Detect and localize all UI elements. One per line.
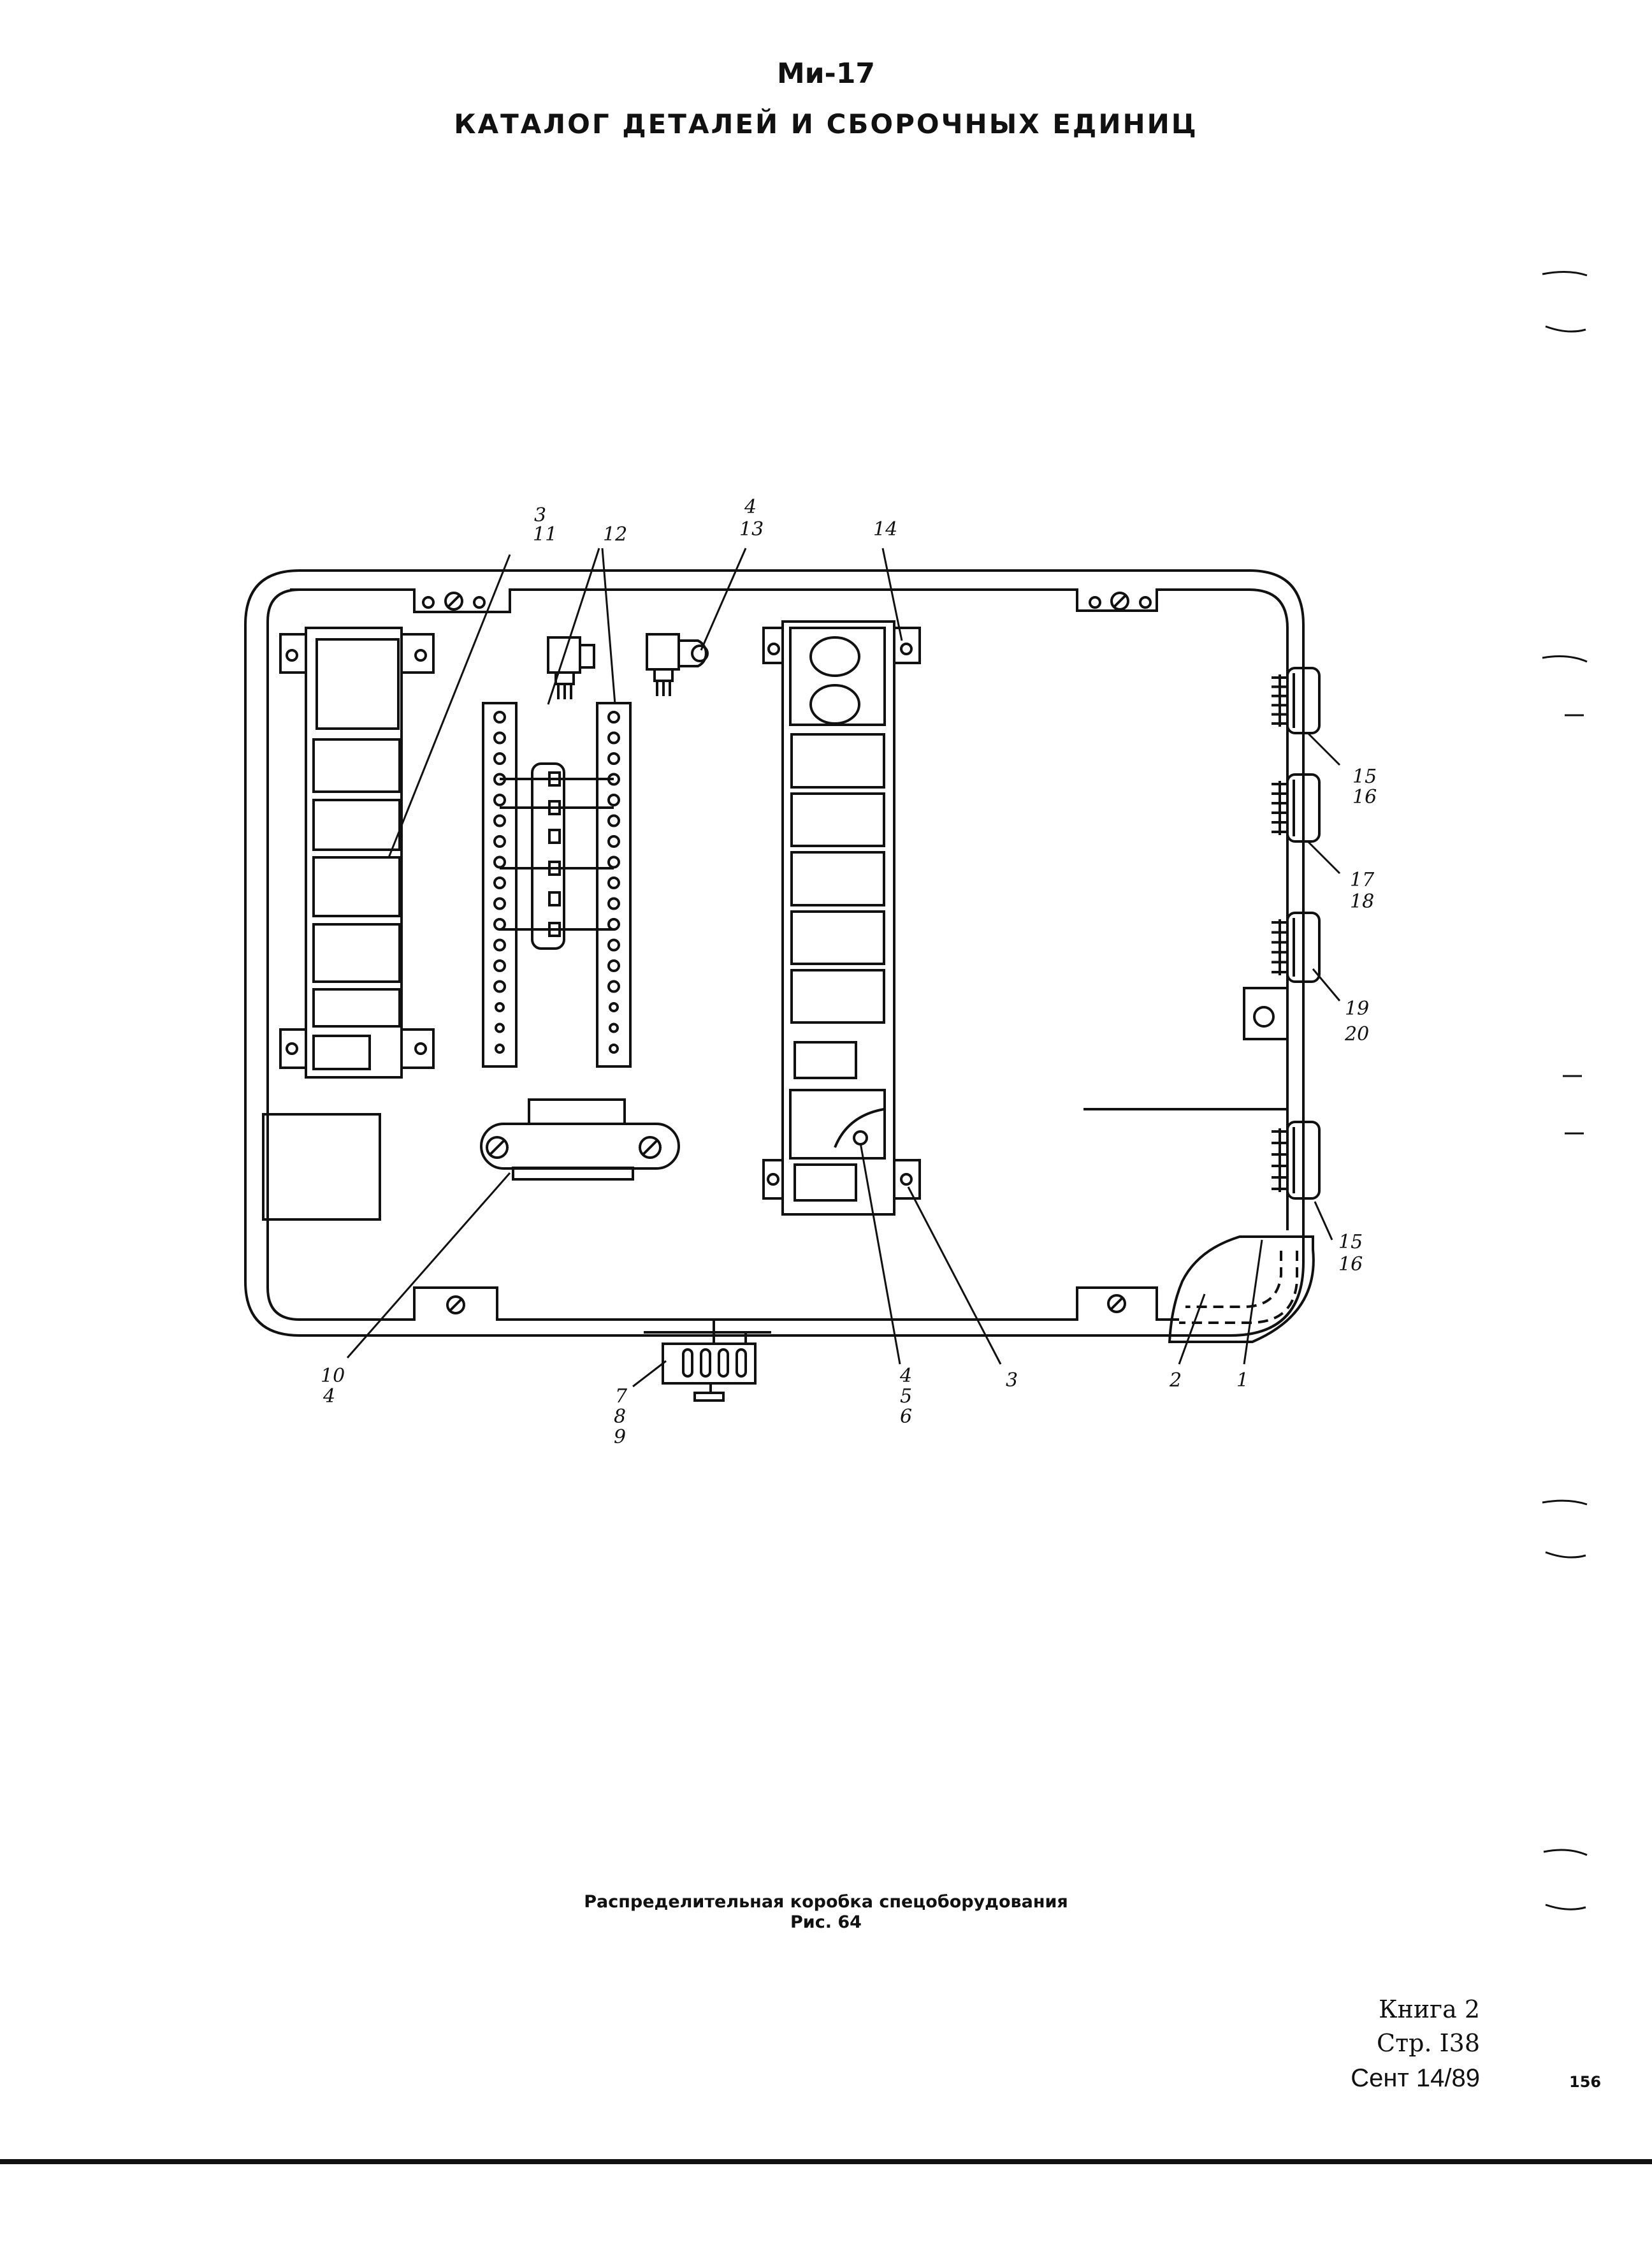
callout-labels: 3 11 12 4 13 14 15 16 17 18 19 20 15 16 …	[321, 496, 1377, 1448]
terminal-hole	[607, 835, 620, 848]
left-relay-panel	[279, 627, 435, 1079]
callout-1: 1	[1236, 1369, 1249, 1392]
cable-gland	[1168, 1235, 1315, 1343]
terminal-hole	[493, 731, 506, 745]
terminal-hole	[609, 1022, 619, 1033]
frame-screws	[422, 592, 1152, 1314]
terminal-hole	[493, 918, 506, 931]
leader-lines	[346, 548, 1341, 1388]
side-plug-body	[1286, 773, 1321, 843]
callout-12: 12	[603, 523, 627, 546]
callout-19-20: 20	[1344, 1023, 1369, 1045]
terminal-hole	[493, 835, 506, 848]
terminal-hole	[607, 814, 620, 827]
terminal-hole	[493, 980, 506, 993]
jumper-diode	[548, 922, 561, 937]
flanged-connector	[480, 1098, 680, 1181]
terminal-hole	[607, 959, 620, 972]
callout-7-8-9: 7	[615, 1385, 628, 1408]
jumper-diode	[548, 800, 561, 815]
terminal-hole	[609, 1044, 619, 1054]
small-components	[547, 633, 709, 699]
callout-3: 3	[1006, 1369, 1018, 1392]
callout-17-18: 17	[1350, 869, 1375, 891]
book-number: Книга 2	[1379, 1995, 1480, 2023]
terminal-hole	[493, 794, 506, 806]
callout-4-13: 4	[744, 496, 757, 518]
callout-15-16-a: 15	[1352, 766, 1377, 788]
terminal-hole	[493, 938, 506, 952]
callout-4-5-6: 6	[900, 1406, 912, 1428]
callout-15-16-a: 16	[1352, 786, 1377, 808]
terminal-hole	[607, 855, 620, 869]
callout-10-4: 10	[321, 1365, 345, 1387]
callout-4-5-6: 4	[899, 1365, 912, 1387]
callout-10-4: 4	[322, 1385, 335, 1408]
bottom-rule	[0, 2159, 1652, 2164]
terminal-hole	[493, 897, 506, 910]
jumper-diode	[548, 861, 561, 876]
callout-15-16-b: 15	[1338, 1231, 1363, 1253]
terminal-hole	[495, 1022, 505, 1033]
callout-17-18: 18	[1350, 891, 1374, 913]
terminal-hole	[493, 711, 506, 724]
terminal-strips	[482, 702, 632, 1068]
revision-date: Сент 14/89	[1351, 2064, 1480, 2092]
jumper-diode	[548, 829, 561, 844]
terminal-hole	[493, 752, 506, 765]
side-plug-body	[1286, 1121, 1321, 1200]
callout-19-20: 19	[1345, 998, 1369, 1020]
callout-7-8-9: 8	[614, 1406, 626, 1428]
enclosure-frame	[244, 569, 1305, 1337]
side-plug-body	[1286, 667, 1321, 734]
terminal-hole	[607, 752, 620, 765]
sheet-number: 156	[1569, 2073, 1602, 2091]
terminal-hole	[607, 794, 620, 806]
terminal-hole	[495, 1044, 505, 1054]
terminal-hole	[607, 938, 620, 952]
terminal-hole	[609, 1002, 619, 1012]
callout-3-11: 3	[534, 504, 546, 527]
callout-2: 2	[1169, 1369, 1182, 1392]
binder-marks	[1542, 270, 1588, 1910]
terminal-hole	[607, 897, 620, 910]
callout-15-16-b: 16	[1338, 1253, 1363, 1276]
side-connectors	[1243, 667, 1321, 1200]
callout-4-13: 13	[739, 518, 764, 541]
figure-number: Рис. 64	[790, 1912, 862, 1932]
terminal-hole	[607, 918, 620, 931]
callout-14: 14	[873, 518, 897, 541]
terminal-hole	[493, 855, 506, 869]
jumper-diode	[548, 891, 561, 906]
terminal-hole	[493, 877, 506, 889]
terminal-hole	[495, 1002, 505, 1012]
terminal-hole	[607, 711, 620, 724]
figure-caption: Распределительная коробка спецоборудован…	[584, 1892, 1068, 1912]
callout-3-11: 11	[533, 523, 557, 546]
callout-7-8-9: 9	[614, 1426, 626, 1448]
bottom-plug	[644, 1320, 771, 1402]
terminal-hole	[607, 877, 620, 889]
lower-left-block	[262, 1113, 381, 1221]
terminal-hole	[607, 980, 620, 993]
document-model: Ми-17	[776, 57, 876, 90]
callout-4-5-6: 5	[900, 1385, 912, 1408]
page-number: Стр. I38	[1377, 2029, 1480, 2057]
side-plug-body	[1286, 912, 1321, 983]
jumper-diode	[548, 771, 561, 787]
document-title: КАТАЛОГ ДЕТАЛЕЙ И СБОРОЧНЫХ ЕДИНИЦ	[454, 108, 1198, 140]
central-relay-panel	[762, 620, 921, 1216]
terminal-hole	[493, 959, 506, 972]
terminal-hole	[607, 731, 620, 745]
terminal-hole	[493, 814, 506, 827]
